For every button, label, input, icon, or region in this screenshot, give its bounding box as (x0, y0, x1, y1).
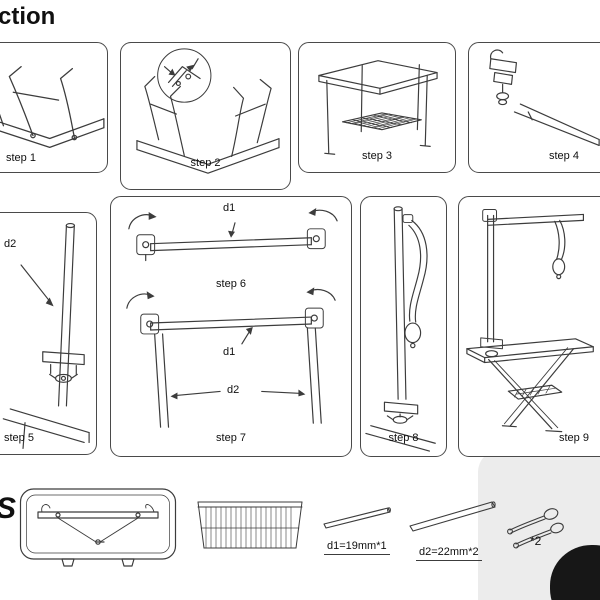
step-8-panel: step 8 (360, 196, 447, 457)
step-6-d1-annotation: d1 (223, 202, 236, 214)
step-7-d2-annotation: d2 (227, 384, 240, 396)
rod-d2-part (404, 492, 504, 538)
wire-rack-part (190, 490, 310, 562)
step-1-inverted-table-illustration (0, 65, 105, 149)
rod-d2-label: d2=22mm*2 (416, 546, 482, 561)
step-7-label: step 7 (216, 432, 246, 444)
step-3-label: step 3 (362, 150, 392, 162)
step-1-label: step 1 (6, 152, 36, 164)
step-6-label: step 6 (216, 278, 246, 290)
step-2-label: step 2 (190, 157, 221, 169)
step-4-label: step 4 (549, 150, 579, 162)
step-9-complete-table-illustration (466, 209, 594, 433)
folded-table-illustration (19, 488, 177, 567)
rod-d2-illustration (409, 501, 496, 532)
step-9-panel: step 9 (458, 196, 600, 457)
step-5-pole-clamp-illustration (2, 222, 90, 449)
page-title: ction (0, 3, 56, 30)
step-6-7-crossbar-illustration (126, 207, 338, 428)
step-2-leg-attachment-illustration (136, 48, 280, 174)
step-3-table-with-shelf-illustration (318, 60, 438, 155)
parts-heading: S (0, 492, 16, 526)
step-2-panel: step 2 (120, 42, 291, 190)
leash-loops-illustration (507, 508, 564, 549)
leash-loops-qty-label: *2 (530, 534, 542, 548)
step-7-d1-annotation: d1 (223, 346, 236, 358)
step-3-panel: step 3 (298, 42, 456, 173)
step-5-d2-annotation: d2 (4, 238, 17, 250)
step-1-panel: step 1 (0, 42, 108, 173)
step-9-label: step 9 (559, 432, 589, 444)
step-4-clamp-illustration (489, 49, 600, 147)
step-5-label: step 5 (4, 432, 34, 444)
leash-loops-part (504, 496, 566, 550)
step-5-panel: d2 step 5 (0, 212, 97, 455)
step-6-7-panel: d1 step 6 d1 d2 step 7 (110, 196, 352, 457)
folded-table-part (18, 486, 178, 570)
rod-d1-label: d1=19mm*1 (324, 540, 390, 555)
step-8-label: step 8 (388, 432, 419, 444)
step-8-pole-leash-illustration (365, 206, 436, 452)
step-4-panel: step 4 (468, 42, 600, 173)
rod-d1-part (318, 498, 398, 536)
rod-d1-illustration (323, 507, 391, 529)
wire-rack-illustration (197, 501, 303, 549)
